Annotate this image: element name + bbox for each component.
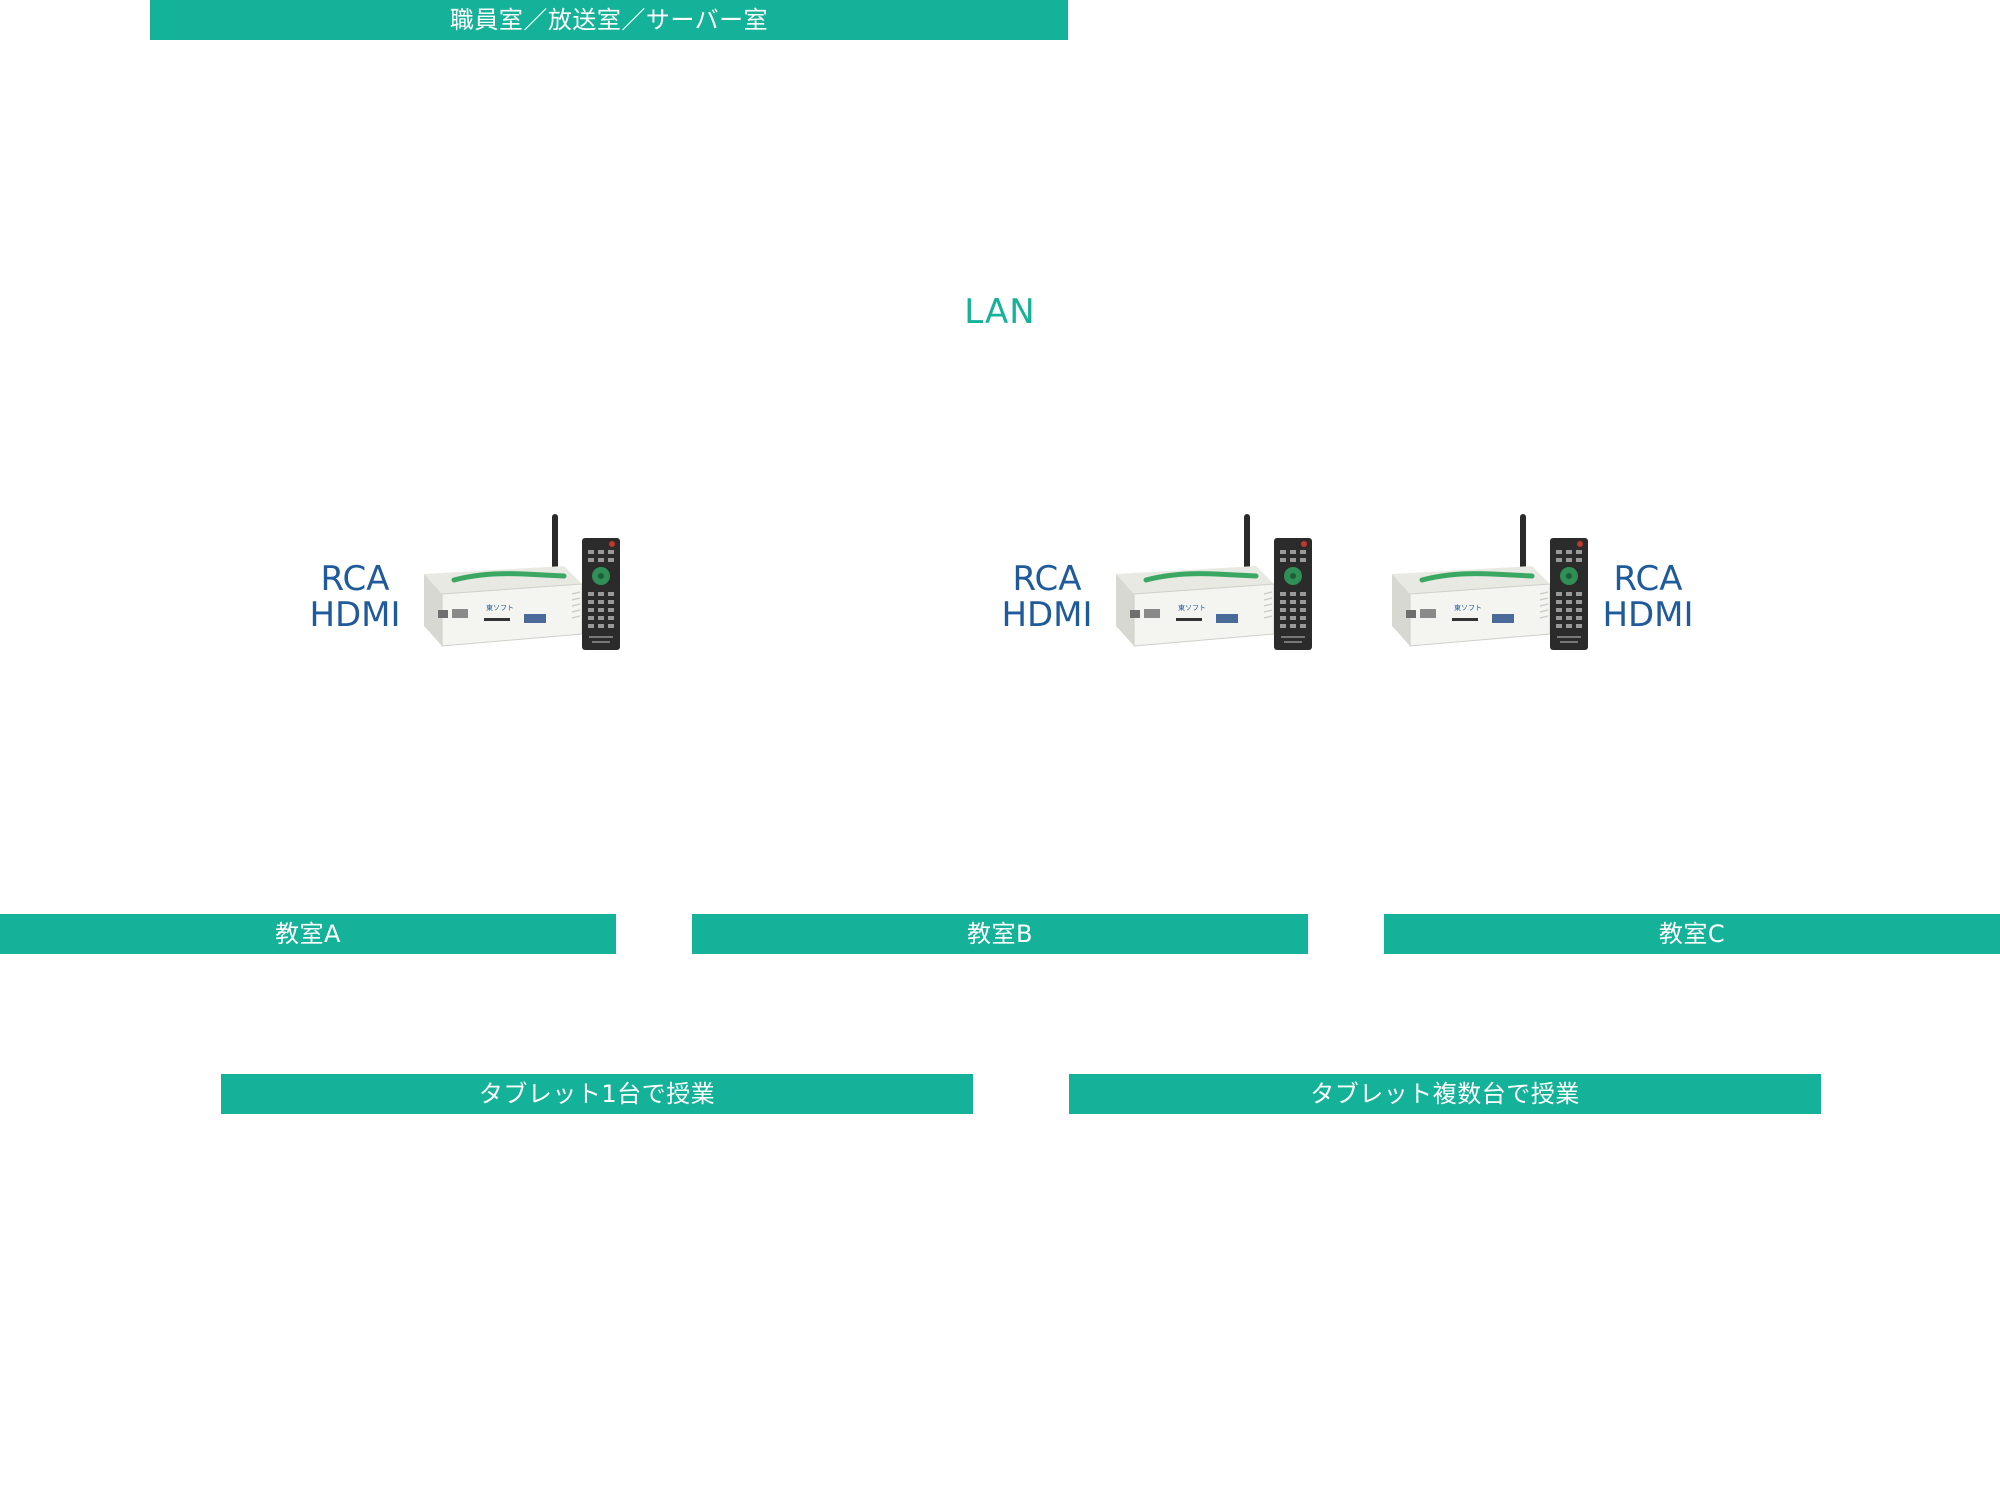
svg-text:東ソフト: 東ソフト [1454, 603, 1482, 612]
usage-label: タブレット1台で授業 [478, 1080, 716, 1108]
classroom-label: 教室C [1658, 920, 1726, 948]
location-bar-office: 職員室／放送室／サーバー室 [150, 0, 1068, 40]
ports-label-room-a: RCA HDMI [300, 561, 410, 633]
usage-bar-multiple-tablets: タブレット複数台で授業 [1069, 1074, 1821, 1114]
receiver-box-with-remote-icon: 東ソフト [1116, 514, 1312, 650]
location-bar-office-label: 職員室／放送室／サーバー室 [449, 6, 769, 34]
port-rca-label: RCA [1613, 559, 1683, 599]
port-hdmi-label: HDMI [1001, 595, 1093, 635]
ports-label-room-b: RCA HDMI [992, 561, 1102, 633]
svg-text:東ソフト: 東ソフト [1178, 603, 1206, 612]
classroom-label: 教室B [967, 920, 1033, 948]
classroom-bar-b: 教室B [692, 914, 1308, 954]
port-hdmi-label: HDMI [1602, 595, 1694, 635]
lan-label: LAN [964, 292, 1036, 332]
classroom-bar-a: 教室A [0, 914, 616, 954]
ports-label-room-c: RCA HDMI [1593, 561, 1703, 633]
receiver-box-with-remote-icon: 東ソフト [1392, 514, 1588, 650]
port-hdmi-label: HDMI [309, 595, 401, 635]
port-rca-label: RCA [320, 559, 390, 599]
usage-bar-single-tablet: タブレット1台で授業 [221, 1074, 973, 1114]
svg-text:東ソフト: 東ソフト [486, 603, 514, 612]
port-rca-label: RCA [1012, 559, 1082, 599]
classroom-bar-c: 教室C [1384, 914, 2000, 954]
usage-label: タブレット複数台で授業 [1310, 1080, 1580, 1108]
receiver-box-with-remote-icon: 東ソフト [424, 514, 620, 650]
classroom-label: 教室A [275, 920, 341, 948]
